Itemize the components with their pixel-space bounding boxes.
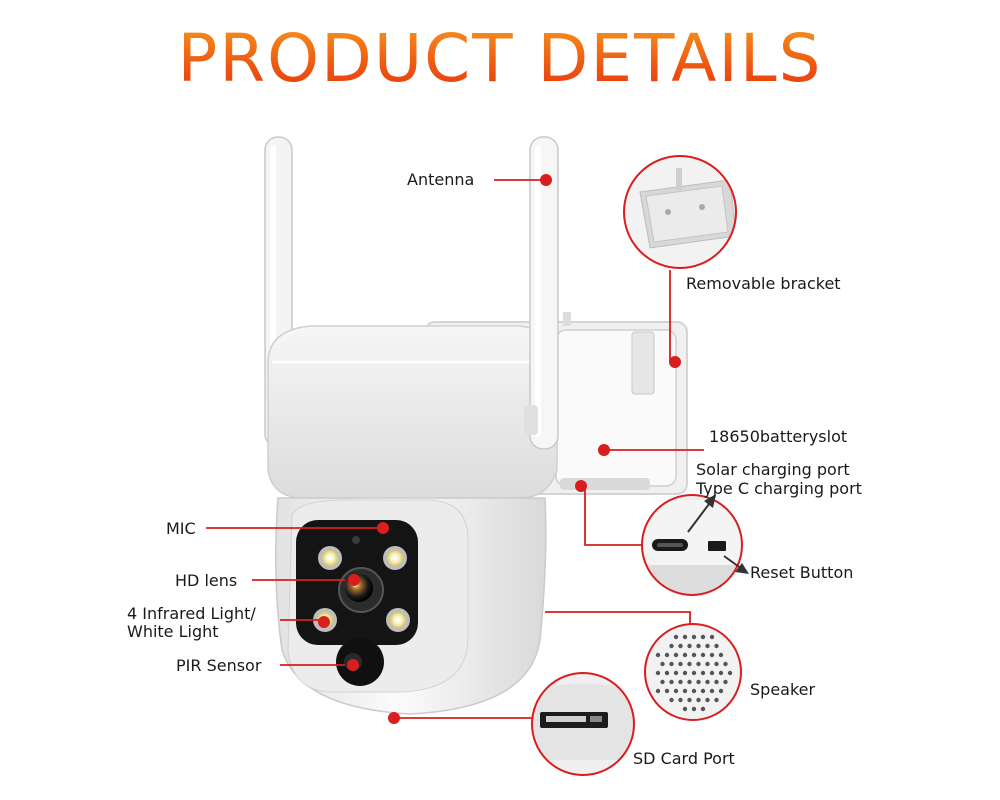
speaker-hole (723, 661, 728, 667)
speaker-hole (705, 643, 710, 649)
speaker-hole (669, 661, 674, 667)
speaker-hole (669, 697, 674, 703)
speaker-hole (682, 652, 688, 658)
right-antenna (524, 136, 559, 450)
speaker-hole (696, 679, 701, 685)
speaker-hole (687, 697, 692, 703)
bracket-dot (669, 356, 681, 368)
speaker-hole (687, 679, 692, 685)
speaker-hole (727, 670, 733, 676)
speaker-hole (682, 634, 688, 640)
mic-dot (377, 522, 389, 534)
speaker-hole (705, 661, 710, 667)
speaker-hole (660, 661, 665, 667)
speaker-hole (655, 688, 661, 694)
speaker-hole (714, 661, 719, 667)
speaker-hole (669, 643, 674, 649)
camera-upper-dome (267, 325, 558, 499)
speaker-hole (678, 697, 683, 703)
detail-sd-circle (531, 672, 635, 776)
speaker-hole (718, 652, 724, 658)
speaker-hole (700, 706, 706, 712)
speaker-hole (669, 679, 674, 685)
speaker-hole (705, 697, 710, 703)
speaker-hole (664, 670, 670, 676)
speaker-hole (678, 661, 683, 667)
detail-bracket-circle (623, 155, 737, 269)
speaker-hole (655, 670, 661, 676)
speaker-hole (709, 688, 715, 694)
speaker-hole (714, 643, 719, 649)
speaker-hole (696, 661, 701, 667)
speaker-hole (682, 706, 688, 712)
speaker-hole (682, 688, 688, 694)
speaker-hole (682, 670, 688, 676)
speaker-hole (700, 670, 706, 676)
label-hd-lens: HD lens (175, 571, 238, 590)
speaker-hole (691, 634, 697, 640)
label-removable-bracket: Removable bracket (686, 274, 841, 293)
speaker-hole (700, 652, 706, 658)
speaker-hole (700, 688, 706, 694)
charging-dot (575, 480, 587, 492)
speaker-hole (673, 670, 679, 676)
label-speaker: Speaker (750, 680, 816, 699)
page-title: PRODUCT DETAILS (0, 14, 1000, 104)
speaker-hole (723, 679, 728, 685)
speaker-hole (691, 652, 697, 658)
speaker-hole (696, 643, 701, 649)
speaker-hole (673, 688, 679, 694)
label-ir-light-1: 4 Infrared Light/ (127, 604, 256, 623)
speaker-hole (660, 679, 665, 685)
speaker-hole (718, 670, 724, 676)
speaker-hole (691, 688, 697, 694)
speaker-hole (678, 643, 683, 649)
label-mic: MIC (166, 519, 196, 538)
speaker-hole (673, 634, 679, 640)
callout-dots (318, 174, 681, 724)
camera-lower-head (275, 497, 547, 715)
label-typec-port: Type C charging port (696, 479, 862, 498)
speaker-hole (691, 706, 697, 712)
speaker-hole (673, 652, 679, 658)
speaker-hole (700, 634, 706, 640)
label-sd-card-port: SD Card Port (633, 749, 735, 768)
label-pir-sensor: PIR Sensor (176, 656, 262, 675)
label-solar-port: Solar charging port (696, 460, 850, 479)
speaker-hole (696, 697, 701, 703)
speaker-hole (678, 679, 683, 685)
label-ir-light-2: White Light (127, 622, 219, 641)
speaker-hole (664, 652, 670, 658)
detail-ports-circle (641, 494, 749, 596)
label-battery-slot: 18650batteryslot (709, 427, 848, 446)
speaker-hole (687, 661, 692, 667)
speaker-hole (709, 634, 715, 640)
speaker-hole (709, 652, 715, 658)
ir-light-dot (318, 616, 330, 628)
speaker-hole (705, 679, 710, 685)
lens-dot (348, 574, 360, 586)
speaker-hole (709, 670, 715, 676)
speaker-hole (687, 643, 692, 649)
label-reset-button: Reset Button (750, 563, 854, 582)
battery-dot (598, 444, 610, 456)
speaker-hole (714, 679, 719, 685)
detail-speaker-circle (644, 623, 742, 721)
speaker-hole (714, 697, 719, 703)
speaker-hole (718, 688, 724, 694)
speaker-hole (691, 670, 697, 676)
sd-dot (388, 712, 400, 724)
antenna-dot (540, 174, 552, 186)
speaker-hole (655, 652, 661, 658)
pir-dot (347, 659, 359, 671)
label-antenna: Antenna (407, 170, 475, 189)
speaker-hole (664, 688, 670, 694)
